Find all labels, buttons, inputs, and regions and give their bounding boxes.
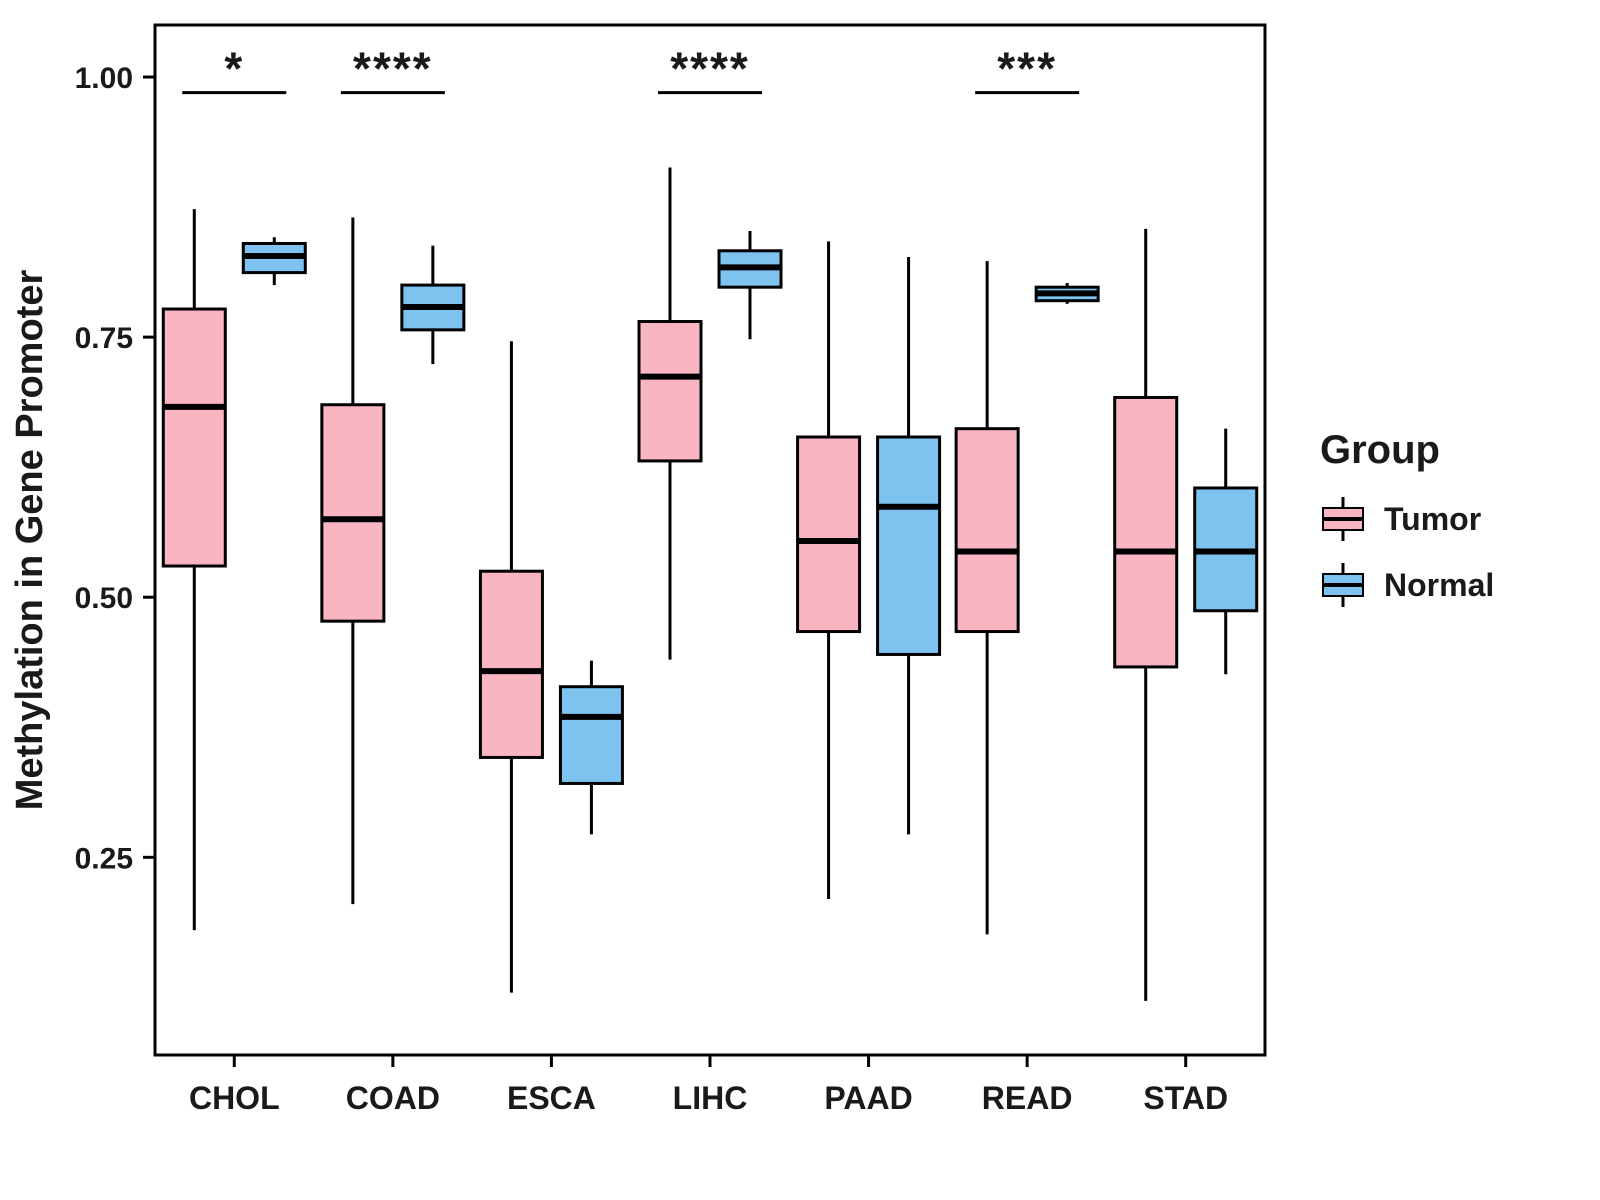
- svg-text:****: ****: [353, 43, 433, 95]
- svg-text:0.75: 0.75: [75, 322, 133, 355]
- legend-label-normal: Normal: [1384, 566, 1495, 603]
- svg-text:1.00: 1.00: [75, 62, 133, 95]
- svg-text:ESCA: ESCA: [507, 1080, 596, 1116]
- legend-title: Group: [1320, 428, 1440, 472]
- tumor-boxplot-key-icon: [1320, 495, 1366, 543]
- svg-text:READ: READ: [982, 1080, 1073, 1116]
- svg-text:0.50: 0.50: [75, 582, 133, 615]
- svg-text:Methylation in Gene Promoter: Methylation in Gene Promoter: [9, 270, 51, 811]
- svg-text:***: ***: [997, 43, 1057, 95]
- svg-text:0.25: 0.25: [75, 842, 133, 875]
- svg-text:****: ****: [670, 43, 750, 95]
- legend-item-normal: Normal: [1320, 561, 1494, 609]
- svg-text:LIHC: LIHC: [673, 1080, 748, 1116]
- svg-text:STAD: STAD: [1143, 1080, 1228, 1116]
- svg-text:PAAD: PAAD: [824, 1080, 912, 1116]
- svg-text:CHOL: CHOL: [189, 1080, 280, 1116]
- legend: Group Tumor Normal: [1320, 428, 1494, 627]
- normal-boxplot-key-icon: [1320, 561, 1366, 609]
- legend-item-tumor: Tumor: [1320, 495, 1494, 543]
- svg-text:COAD: COAD: [346, 1080, 440, 1116]
- legend-label-tumor: Tumor: [1384, 500, 1482, 537]
- svg-text:*: *: [224, 43, 244, 95]
